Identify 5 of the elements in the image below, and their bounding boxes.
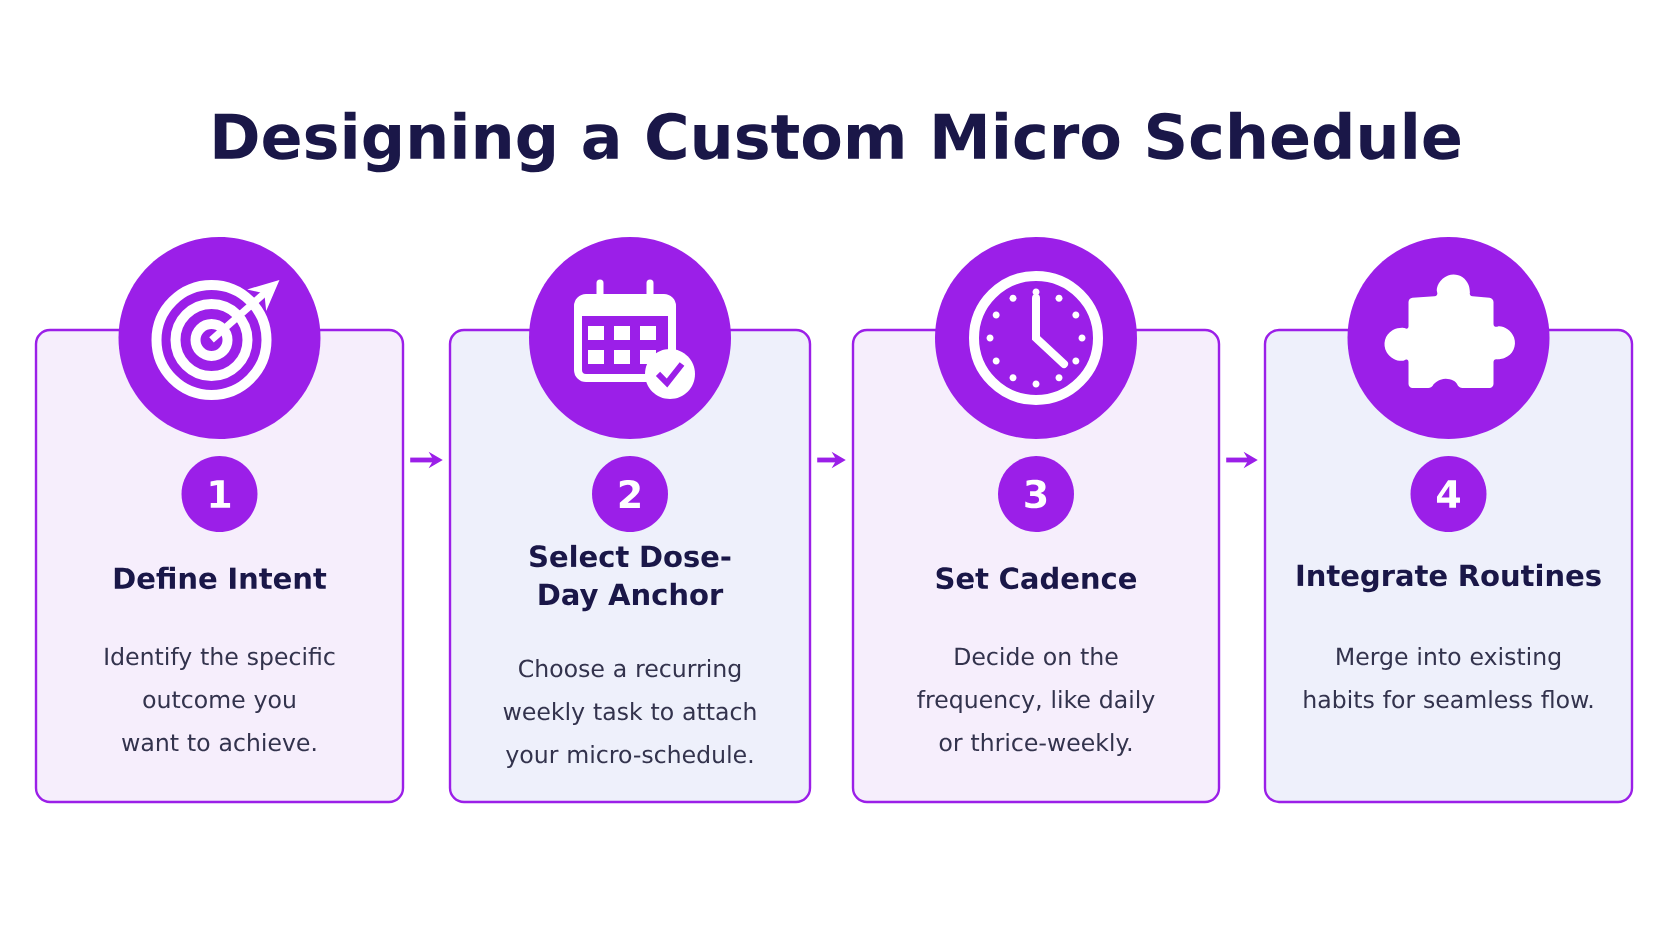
number-badge: 2 [592,456,668,532]
title: Designing a Custom Micro Schedule [214,111,1460,173]
number-badge: 4 [1410,456,1487,532]
number-badge: 1 [181,456,258,532]
number-badge: 3 [998,456,1074,532]
